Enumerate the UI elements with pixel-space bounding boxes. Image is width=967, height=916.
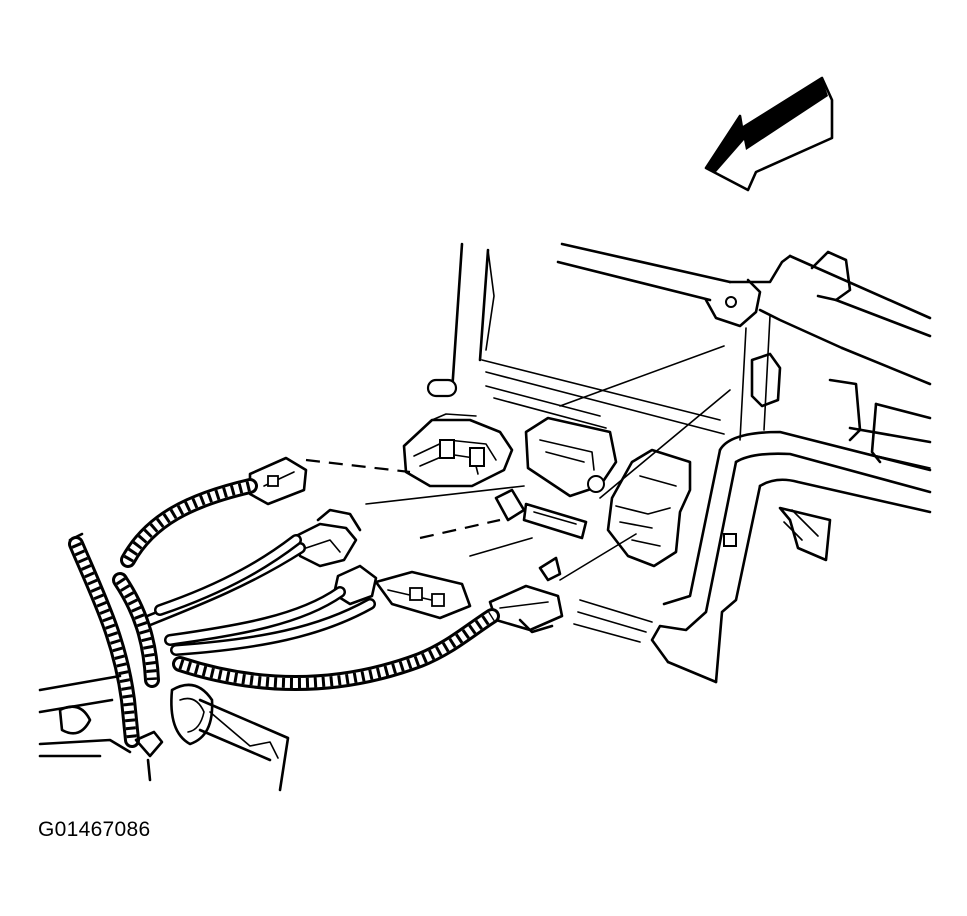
- cap: [426, 378, 458, 398]
- module-connector-round: [402, 413, 514, 488]
- harness-connector-right: [488, 584, 564, 634]
- direction-arrow-icon: [704, 76, 834, 192]
- figure-id-label: G01467086: [38, 818, 151, 841]
- body-rail: [573, 430, 932, 684]
- module-connector-rect: [524, 416, 618, 498]
- harness-connector-mid: [294, 508, 362, 568]
- wiring-harness: [68, 478, 500, 748]
- harness-connector-top: [248, 456, 308, 506]
- mating-connectors: [494, 488, 588, 582]
- relay-block: [606, 448, 692, 568]
- body-panel: [450, 242, 932, 469]
- assembly-guide-lines: [305, 345, 731, 581]
- harness-connector-bottom: [332, 564, 472, 620]
- lower-rail: [38, 674, 290, 792]
